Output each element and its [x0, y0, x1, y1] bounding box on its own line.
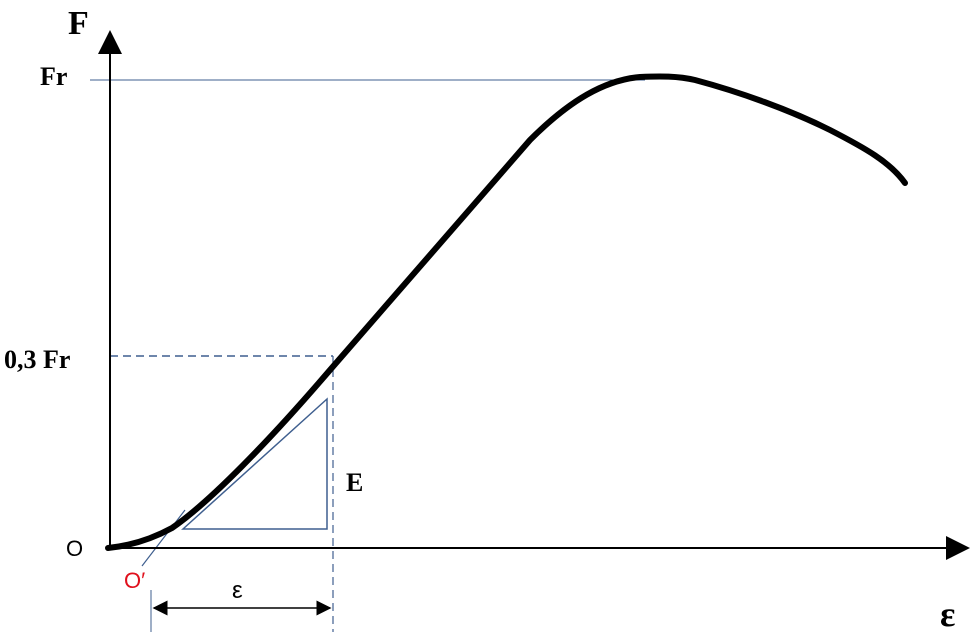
force-strain-curve	[105, 73, 908, 551]
strain-span-label: ε	[232, 577, 243, 604]
origin-label: O	[66, 536, 83, 561]
origin-prime-label: O′	[124, 568, 145, 593]
y-axis-label: F	[68, 5, 89, 42]
fr30-label: 0,3 Fr	[4, 345, 70, 374]
tangent-line	[141, 509, 186, 567]
modulus-label: E	[346, 468, 363, 497]
modulus-triangle	[181, 397, 328, 530]
x-axis-label: ε	[940, 594, 955, 634]
fr-label: Fr	[40, 62, 67, 91]
